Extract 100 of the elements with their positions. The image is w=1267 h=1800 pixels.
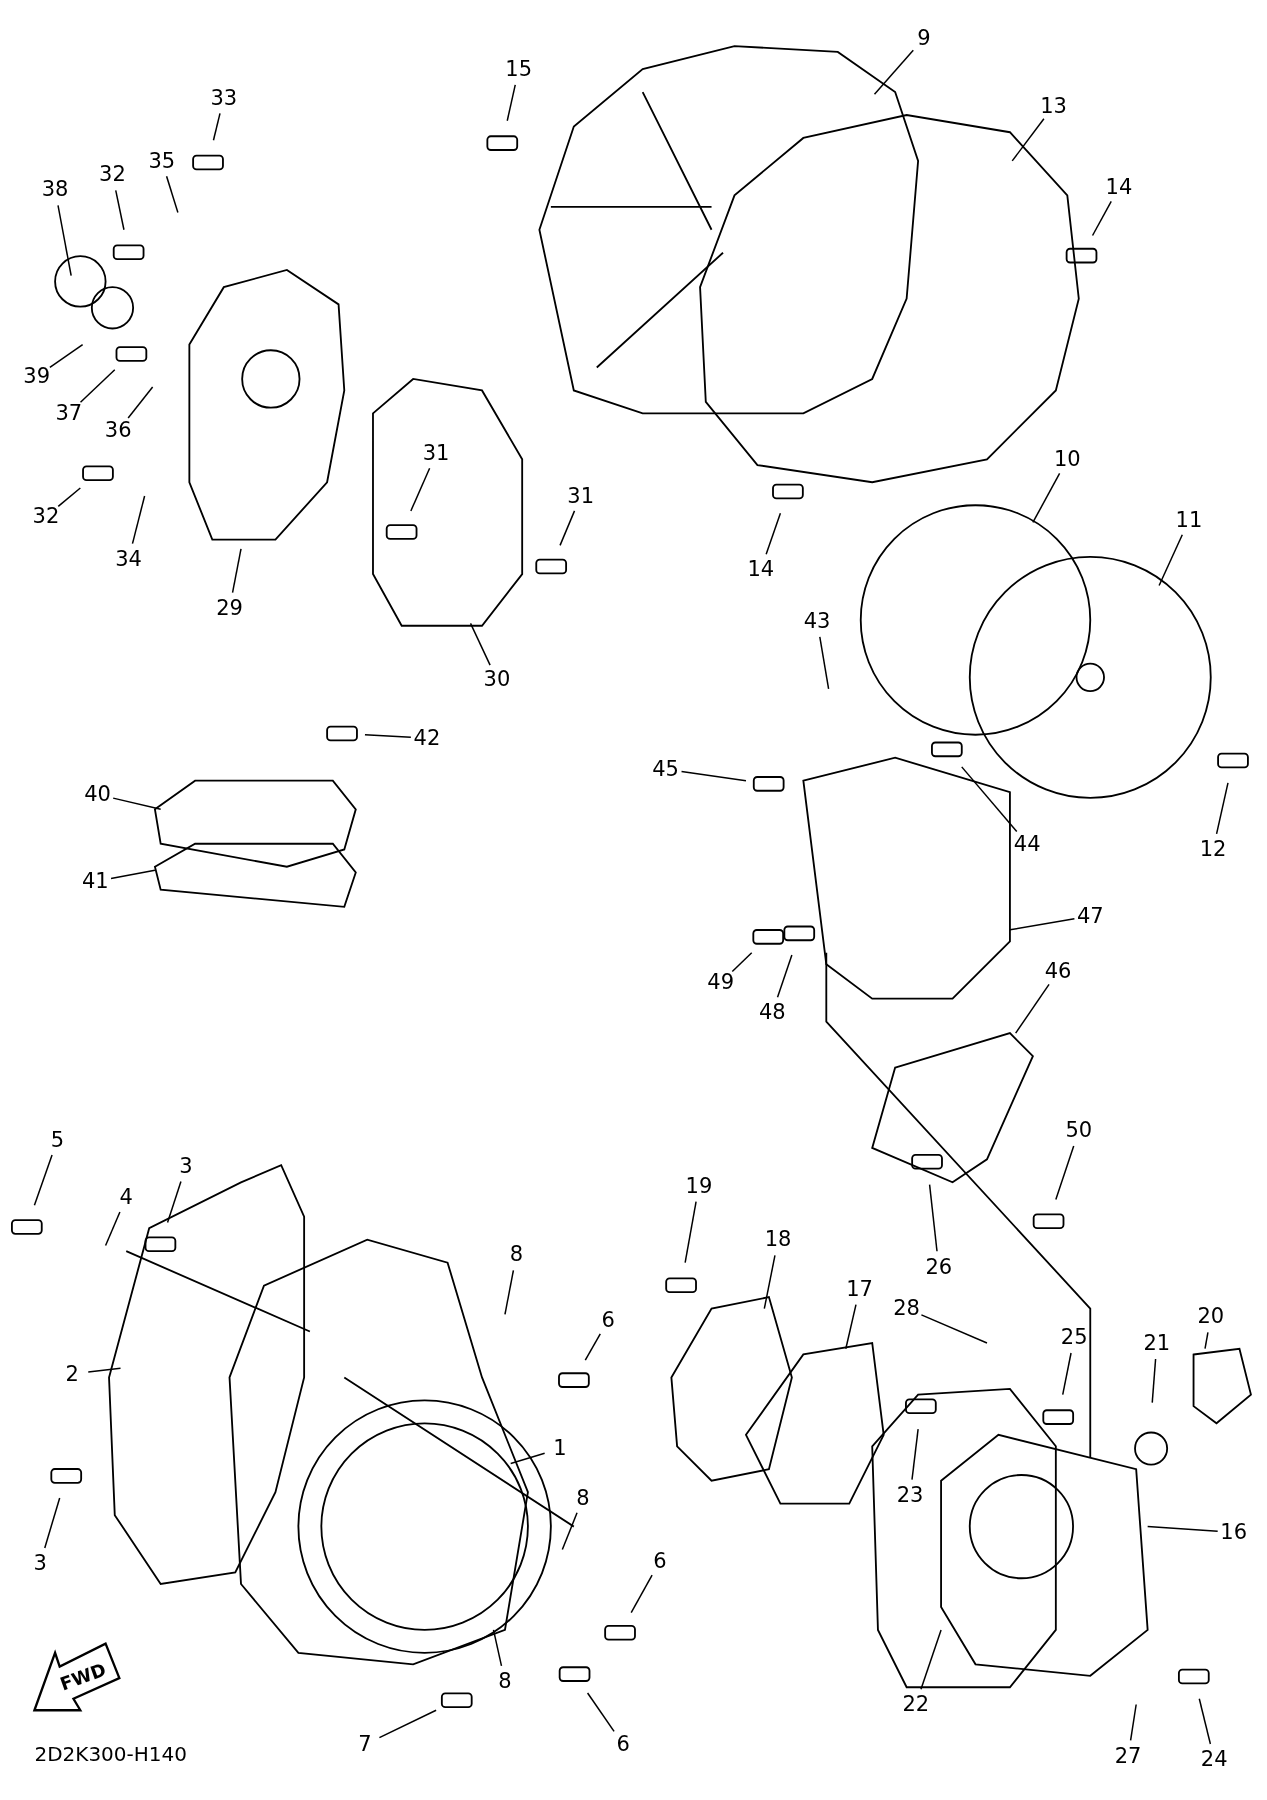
callout-number: 6 bbox=[616, 1733, 630, 1756]
callout-number: 44 bbox=[1013, 832, 1041, 855]
leader-line bbox=[559, 510, 576, 547]
callout-number: 38 bbox=[41, 178, 69, 201]
callout-number: 14 bbox=[1105, 176, 1133, 199]
callout-number: 5 bbox=[50, 1128, 65, 1151]
leader-line bbox=[561, 1512, 578, 1551]
callout-number: 26 bbox=[925, 1256, 953, 1278]
leader-line bbox=[469, 622, 491, 666]
callout-number: 30 bbox=[483, 668, 511, 691]
callout-number: 45 bbox=[652, 757, 679, 780]
callout-number: 32 bbox=[99, 163, 126, 186]
leader-line bbox=[509, 1452, 546, 1465]
callout-number: 28 bbox=[893, 1297, 920, 1320]
callout-number: 16 bbox=[1220, 1521, 1248, 1544]
callout-number: 8 bbox=[498, 1670, 512, 1693]
callout-number: 36 bbox=[104, 419, 132, 442]
leader-line bbox=[378, 1709, 437, 1739]
leader-line bbox=[44, 1497, 61, 1549]
callout-number: 17 bbox=[846, 1277, 873, 1300]
callout-number: 22 bbox=[902, 1693, 930, 1716]
leader-line bbox=[165, 175, 179, 214]
leader-line bbox=[33, 1154, 53, 1206]
leader-line bbox=[845, 1303, 857, 1350]
leader-line bbox=[1061, 1352, 1072, 1396]
leader-line bbox=[586, 1692, 615, 1733]
leader-line bbox=[504, 1269, 515, 1316]
leader-line bbox=[212, 112, 221, 141]
callout-number: 13 bbox=[1040, 94, 1067, 117]
leader-line bbox=[928, 1183, 938, 1253]
leader-line bbox=[680, 770, 747, 782]
callout-number: 20 bbox=[1197, 1305, 1225, 1328]
leader-line bbox=[87, 1367, 122, 1373]
leader-line bbox=[961, 766, 1018, 833]
part-code-label: 2D2K300-H140 bbox=[34, 1744, 187, 1765]
callout-number: 31 bbox=[422, 442, 450, 465]
callout-number: 37 bbox=[55, 402, 83, 425]
callout-number: 2 bbox=[65, 1362, 79, 1385]
leader-line bbox=[1009, 918, 1076, 931]
callout-number: 46 bbox=[1044, 959, 1072, 982]
leader-line bbox=[1129, 1703, 1137, 1741]
leader-line bbox=[131, 495, 146, 545]
leader-line bbox=[49, 343, 84, 369]
callout-number: 32 bbox=[32, 505, 60, 528]
callout-number: 19 bbox=[685, 1174, 713, 1197]
callout-number: 12 bbox=[1199, 838, 1227, 861]
callout-number: 49 bbox=[707, 971, 735, 994]
leader-line bbox=[110, 869, 156, 880]
leader-line bbox=[364, 734, 412, 739]
callout-number: 4 bbox=[119, 1186, 133, 1208]
leader-line bbox=[1158, 534, 1184, 587]
leader-line bbox=[492, 1629, 503, 1667]
leader-line bbox=[584, 1333, 602, 1361]
leader-line bbox=[765, 512, 782, 556]
callout-number: 27 bbox=[1114, 1744, 1142, 1767]
leader-line bbox=[911, 1428, 919, 1481]
callout-number: 40 bbox=[84, 783, 111, 806]
callout-number: 41 bbox=[81, 870, 109, 893]
callout-number: 50 bbox=[1065, 1119, 1093, 1142]
callout-number: 3 bbox=[33, 1552, 47, 1575]
callout-number: 15 bbox=[505, 57, 533, 80]
callout-number: 42 bbox=[413, 726, 441, 749]
callout-number: 48 bbox=[759, 1001, 786, 1024]
leader-line bbox=[57, 487, 82, 508]
leader-line bbox=[1146, 1525, 1219, 1533]
leader-line bbox=[410, 467, 431, 512]
leader-line bbox=[57, 204, 72, 277]
callout-number: 6 bbox=[601, 1308, 615, 1331]
leader-line bbox=[127, 386, 154, 419]
callout-number: 3 bbox=[179, 1155, 193, 1177]
leader-line bbox=[873, 49, 914, 96]
callout-number: 6 bbox=[653, 1549, 667, 1572]
leader-line bbox=[731, 952, 753, 973]
leader-line bbox=[506, 84, 516, 122]
callout-number: 1 bbox=[553, 1437, 567, 1460]
callout-number: 11 bbox=[1175, 508, 1203, 531]
leader-line bbox=[79, 369, 116, 404]
callout-number: 43 bbox=[803, 609, 831, 632]
leader-line bbox=[104, 1211, 121, 1247]
leader-line bbox=[1055, 1145, 1075, 1201]
leader-line bbox=[630, 1574, 653, 1614]
callout-number: 35 bbox=[148, 149, 176, 172]
callout-number: 31 bbox=[567, 484, 595, 507]
callout-number: 47 bbox=[1076, 904, 1104, 927]
leader-line bbox=[920, 1314, 988, 1344]
leader-line bbox=[231, 548, 242, 594]
leader-line bbox=[1204, 1331, 1209, 1350]
leader-line bbox=[1215, 782, 1229, 835]
leader-line bbox=[166, 1180, 182, 1224]
leader-line bbox=[1151, 1358, 1157, 1404]
leader-line bbox=[684, 1200, 697, 1264]
callout-number: 33 bbox=[210, 86, 238, 109]
leader-line bbox=[1032, 472, 1061, 524]
leader-line bbox=[1011, 117, 1045, 162]
leader-line bbox=[1014, 983, 1050, 1034]
callout-number: 21 bbox=[1143, 1331, 1171, 1354]
callout-number: 29 bbox=[216, 597, 243, 620]
callout-number: 34 bbox=[115, 547, 142, 570]
leader-line bbox=[763, 1254, 776, 1310]
callout-number: 25 bbox=[1060, 1326, 1088, 1348]
